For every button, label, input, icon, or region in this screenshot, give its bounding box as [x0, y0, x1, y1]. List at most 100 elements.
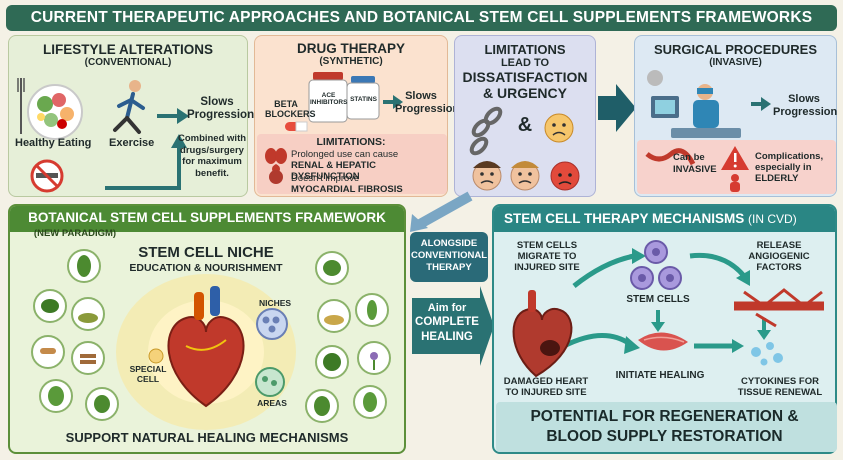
runner-icon	[113, 80, 145, 134]
statins-label: STATINS	[350, 96, 377, 103]
release-line1: RELEASE	[756, 240, 802, 251]
areas-label: AREAS	[257, 398, 287, 408]
healthy-plate-icon	[27, 84, 83, 140]
damaged-heart-icon	[512, 290, 573, 378]
migrate-line1: STEM CELLS	[516, 240, 578, 251]
alongside-line1: ALONGSIDE	[420, 238, 478, 249]
cytokines-icon	[751, 342, 783, 366]
potential-line2: BLOOD SUPPLY RESTORATION	[546, 428, 783, 445]
surgery-heading: SURGICAL PROCEDURES	[653, 42, 817, 57]
surgery-warn-1b: INVASIVE	[673, 164, 717, 175]
surgery-outcome: Slows Progression	[773, 93, 838, 118]
special-cell-icon	[148, 348, 164, 364]
initiate-healing-label: INITIATE HEALING	[615, 370, 705, 381]
surgery-warn-2c: ELDERLY	[755, 173, 799, 184]
blood-vessel-icon	[734, 288, 824, 328]
drug-limitation-1a: Prolonged use can cause	[291, 149, 399, 160]
surgery-scene-icon	[647, 70, 741, 138]
migrate-line3: INJURED SITE	[514, 262, 580, 273]
cytokines-line2: TISSUE RENEWAL	[737, 387, 823, 398]
herb-leaf-icon-5	[315, 251, 349, 285]
lifestyle-panel: LIFESTYLE ALTERATIONS (CONVENTIONAL)	[8, 35, 255, 197]
limitations-illustration	[469, 106, 580, 191]
stem-heading: STEM CELL THERAPY MECHANISMS (IN CVD)	[504, 211, 797, 226]
botanical-footer: SUPPORT NATURAL HEALING MECHANISMS	[65, 430, 349, 445]
surgery-warn-1a: Can be	[673, 152, 705, 163]
surgery-warn-2b: especially in	[755, 162, 812, 173]
alongside-line3: THERAPY	[426, 262, 472, 273]
niche-title: STEM CELL NICHE	[138, 244, 274, 261]
botanical-header-bar	[10, 206, 404, 232]
lifestyle-outcome: Slows Progression	[187, 96, 255, 121]
surgery-illustration	[637, 70, 836, 194]
aim-line2: COMPLETE	[415, 316, 479, 328]
surgery-subheading: (INVASIVE)	[709, 57, 762, 68]
heart-organ-icon	[269, 164, 283, 184]
sad-face-icon-2	[510, 161, 540, 191]
herb-leaf-icon-6	[355, 293, 389, 327]
botanical-subheading: (NEW PARADIGM)	[33, 228, 117, 239]
page-title: CURRENT THERAPEUTIC APPROACHES AND BOTAN…	[6, 5, 837, 31]
herb-powder-icon	[71, 297, 105, 331]
pill-bottle-icon	[308, 72, 380, 123]
exercise-label: Exercise	[109, 137, 155, 149]
ace-inhibitors-label: ACE INHIBITORS	[310, 92, 348, 106]
drug-limitation-2a: Doesn't improve	[291, 173, 360, 184]
lifestyle-subheading: (CONVENTIONAL)	[84, 57, 172, 68]
niches-label: NICHES	[258, 298, 292, 308]
alongside-line2: CONVENTIONAL	[411, 250, 487, 261]
stem-heading-suffix: (IN CVD)	[748, 212, 797, 226]
release-line2: ANGIOGENIC	[748, 251, 810, 262]
botanical-heading: BOTANICAL STEM CELL SUPPLEMENTS FRAMEWOR…	[28, 210, 386, 225]
areas-cluster-icon	[255, 367, 285, 397]
herb-flower-icon	[357, 341, 391, 375]
kidney-icon	[265, 148, 287, 164]
herb-leaf-icon-8	[305, 389, 339, 423]
broken-chain-icon	[469, 106, 503, 156]
herb-leaf-icon-2	[33, 289, 67, 323]
capsule-icon	[285, 121, 308, 132]
limitations-line3: DISSATISFACTION	[462, 69, 588, 85]
warning-icon	[721, 146, 749, 170]
angry-face-icon	[550, 161, 580, 191]
cytokines-line1: CYTOKINES FOR	[741, 376, 819, 387]
stem-cells-icon	[630, 240, 682, 290]
release-line3: FACTORS	[756, 262, 802, 273]
niche-subtitle: EDUCATION & NOURISHMENT	[129, 262, 283, 274]
herb-leaf-icon-7	[315, 345, 349, 379]
herb-root-icon	[31, 335, 65, 369]
sad-face-icon-1	[472, 161, 502, 191]
niches-cluster-icon	[256, 308, 288, 340]
herb-leaf-icon-3	[39, 379, 73, 413]
arrow-to-botanical-head	[410, 214, 428, 232]
drug-heading: DRUG THERAPY	[296, 41, 405, 56]
aim-line3: HEALING	[421, 331, 473, 343]
damaged-line1: DAMAGED HEART	[503, 376, 589, 387]
stem-cell-panel: STEM CELL THERAPY MECHANISMS (IN CVD)	[492, 204, 837, 454]
worried-face-icon	[544, 113, 574, 143]
surgery-panel: SURGICAL PROCEDURES (INVASIVE) Slows Pro…	[634, 35, 837, 197]
alongside-callout: ALONGSIDE CONVENTIONAL THERAPY	[410, 232, 488, 282]
herb-leaf-icon-9	[353, 385, 387, 419]
herb-stick-icon	[71, 341, 105, 375]
surgery-warn-2a: Complications,	[755, 151, 824, 162]
healthy-eating-label: Healthy Eating	[15, 137, 92, 149]
heart-icon	[167, 286, 245, 408]
drug-illustration	[257, 72, 447, 194]
herb-leaf-icon-1	[67, 249, 101, 283]
elderly-person-icon	[730, 174, 740, 192]
drug-subheading: (SYNTHETIC)	[319, 56, 383, 67]
damaged-line2: TO INJURED SITE	[505, 387, 587, 398]
lifestyle-illustration	[17, 78, 189, 193]
limitations-line2: LEAD TO	[500, 57, 550, 69]
aim-line1: Aim for	[427, 302, 467, 314]
arrow-to-surgery	[598, 84, 636, 132]
botanical-illustration	[31, 249, 391, 430]
stem-illustration	[496, 240, 837, 452]
limitations-line4: & URGENCY	[482, 85, 567, 101]
herb-powder-icon-2	[317, 299, 351, 333]
potential-line1: POTENTIAL FOR REGENERATION &	[530, 408, 799, 425]
migrate-line2: MIGRATE TO	[517, 251, 577, 262]
drug-limitations-heading: LIMITATIONS:	[316, 136, 386, 148]
arrow-to-botanical-shaft	[417, 191, 473, 229]
